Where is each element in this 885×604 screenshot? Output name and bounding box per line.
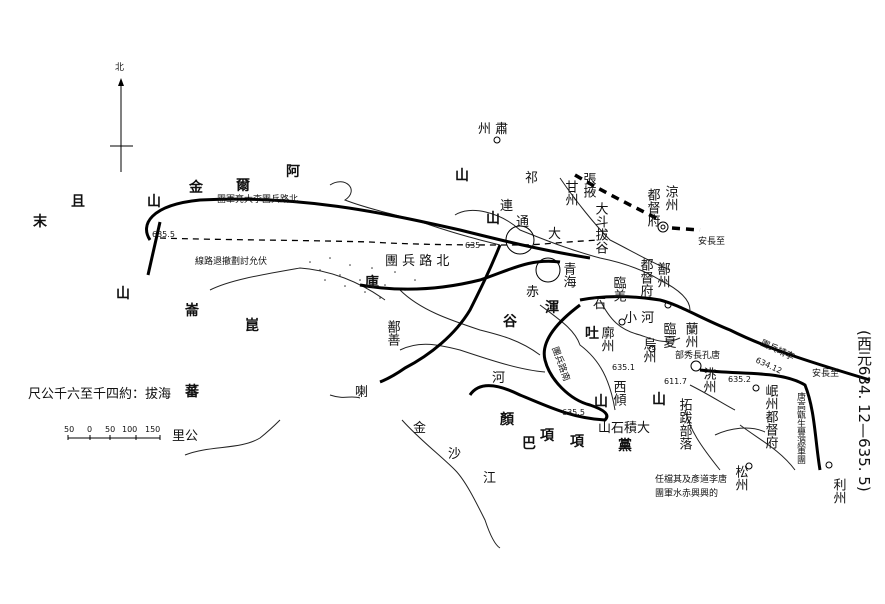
south-route <box>468 303 609 422</box>
label-kuozhou: 廓州 <box>599 325 615 352</box>
label-north-group-short: 團 兵 路 北 <box>385 253 449 269</box>
label-jinsha-1: 金 <box>413 420 426 436</box>
date-label-6: 635.5 <box>562 408 585 417</box>
city-markers <box>493 136 833 470</box>
label-linxia: 臨夏 <box>661 322 677 348</box>
date-label-2: 635 <box>465 241 480 250</box>
rivers <box>184 177 691 549</box>
label-li-daoyan-1: 任檔其及彥道李唐 <box>655 473 727 485</box>
label-shanshan: 鄯善 <box>385 320 401 347</box>
label-lizhou: 利州 <box>831 478 847 504</box>
label-tuyuhun-4: 赤 <box>526 285 539 300</box>
fuyun-retreat-route <box>159 237 601 246</box>
label-shan-5: 山 <box>594 394 608 410</box>
label-er: 爾 <box>235 178 250 194</box>
label-ganzhou: 甘州 <box>563 180 579 206</box>
label-yan: 顏 <box>500 411 515 428</box>
label-lian: 連 <box>500 199 513 214</box>
label-da: 大 <box>548 227 561 242</box>
label-fuchi: 庫 <box>365 274 379 291</box>
label-kong-changxiu: 部秀長孔唐 <box>675 349 720 361</box>
scale-bar: 50 0 50 100 150 里公 <box>64 425 198 444</box>
scale-tick-0: 50 <box>64 425 74 434</box>
date-label-1: 635.5 <box>152 230 175 239</box>
scale-unit: 里公 <box>172 429 198 444</box>
label-tuyuhun-2: 谷 <box>503 314 518 330</box>
date-label-5: 635.2 <box>728 375 751 384</box>
label-minzhou: 岷州都督府 <box>763 384 779 450</box>
terrain-labels: 阿 爾 金 山 且 末 山 崙 崑 山 祁 連 山 通 大 蕃 巴 顏 項 金 … <box>33 164 666 486</box>
label-a: 阿 <box>286 164 300 180</box>
label-tuyuhun-1: 吐 <box>585 326 599 342</box>
date-label-7: 611.7 <box>664 377 687 386</box>
label-jin: 金 <box>188 179 204 196</box>
label-qi: 祁 <box>525 171 538 186</box>
label-lanzhou: 蘭州 <box>683 321 699 348</box>
north-label: 北 <box>115 62 124 73</box>
label-gao-zhensheng: 唐高甑生豐源軍團 <box>795 391 806 465</box>
label-taozhou: 洮州 <box>701 367 717 393</box>
label-jinsha-2: 沙 <box>448 447 461 462</box>
label-shan-4: 山 <box>486 211 500 227</box>
label-kun: 崙 <box>184 302 200 319</box>
liangzhou-route <box>671 226 701 232</box>
label-shanzhou: 鄯州 <box>655 262 671 288</box>
label-fuyun-retreat: 線路退撤劃討允伏 <box>195 255 267 267</box>
label-shan-2: 山 <box>116 286 130 302</box>
north-arrow: 北 <box>110 62 133 172</box>
label-shanzhou-dudu: 都督府 <box>638 258 654 298</box>
label-li-daoyan-2: 團軍水赤興興的 <box>655 487 718 499</box>
label-north-group: 團軍亮大李團兵路北 <box>217 193 298 205</box>
label-shan-3: 山 <box>455 168 469 184</box>
label-xiang: 項 <box>570 434 585 450</box>
label-tong: 通 <box>516 215 529 230</box>
north-group-route <box>145 197 591 260</box>
li-jing-route <box>579 295 871 382</box>
label-zhangye: 張掖 <box>581 172 597 198</box>
label-shan-6: 山 <box>652 392 666 408</box>
label-dangxiang-1: 黨 <box>618 437 632 454</box>
date-label-4: 635.1 <box>612 363 635 372</box>
scale-tick-4: 150 <box>145 425 160 434</box>
map-period-title: (西元634. 12—635. 5) <box>855 330 873 492</box>
scale-tick-3: 100 <box>122 425 137 434</box>
label-qinghai: 青海 <box>561 262 577 288</box>
label-suzhou: 州 肅 <box>478 121 508 137</box>
label-liangzhou: 涼州 <box>663 185 679 211</box>
campaign-routes <box>145 173 871 471</box>
label-dadouba: 大斗拔谷 <box>593 202 609 254</box>
label-shi: 石 <box>593 297 606 312</box>
elevation-legend: 尺公千六至千四約：拔海 <box>28 387 171 402</box>
label-he: 河 <box>492 371 505 386</box>
label-niaozhou: 烏州 <box>641 336 657 363</box>
label-xiaohe: 小 河 <box>624 311 654 326</box>
label-songzhou: 松州 <box>733 465 749 491</box>
label-tuyuhun-3: 渾 <box>545 300 559 316</box>
label-ba: 巴 <box>522 436 536 452</box>
label-xiqing: 西傾 <box>611 380 627 406</box>
label-to-changan-2: 安長至 <box>812 367 839 379</box>
label-jishi: 山石積大 <box>598 421 650 436</box>
label-lun: 崑 <box>245 317 259 334</box>
label-jinsha-3: 江 <box>483 471 496 486</box>
scale-tick-1: 0 <box>87 425 92 434</box>
label-liangzhou-dudu: 都督府 <box>645 188 661 228</box>
label-dangxiang-2: 項 <box>540 428 555 444</box>
label-shan-1: 山 <box>147 194 161 210</box>
zhangye-route <box>574 173 661 222</box>
label-qie: 且 <box>71 194 85 210</box>
label-tuoba: 拓跋部落 <box>677 398 693 450</box>
label-fan: 蕃 <box>184 383 200 400</box>
label-to-changan-1: 安長至 <box>698 235 725 247</box>
place-labels: 州 肅 張掖 甘州 大斗拔谷 涼州 都督府 鄯州 都督府 青海 臨羌 蘭州 臨夏… <box>365 121 846 504</box>
gao-route <box>699 368 822 471</box>
label-linqiang: 臨羌 <box>611 276 627 302</box>
label-labu: 喇 <box>355 385 368 400</box>
label-mo: 末 <box>33 213 48 230</box>
scale-tick-2: 50 <box>105 425 115 434</box>
